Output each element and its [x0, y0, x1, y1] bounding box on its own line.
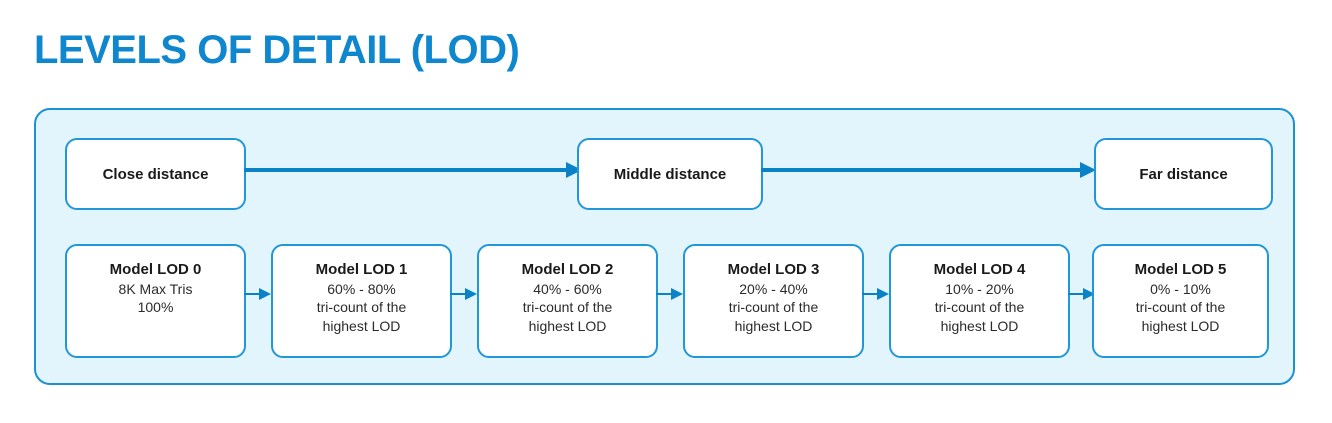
- lod-node-line: tri-count of the: [316, 299, 407, 316]
- lod-node-line: highest LOD: [528, 317, 607, 334]
- lod-node-1[interactable]: Model LOD 1 60% - 80% tri-count of the h…: [271, 244, 452, 358]
- lod-node-4[interactable]: Model LOD 4 10% - 20% tri-count of the h…: [889, 244, 1070, 358]
- distance-node-label: Close distance: [102, 165, 209, 183]
- lod-node-line: 20% - 40%: [739, 280, 808, 297]
- lod-node-line: 8K Max Tris: [118, 280, 193, 297]
- lod-node-title: Model LOD 5: [1134, 261, 1227, 278]
- lod-node-2[interactable]: Model LOD 2 40% - 60% tri-count of the h…: [477, 244, 658, 358]
- distance-node-middle[interactable]: Middle distance: [577, 138, 763, 210]
- arrow-close-to-middle-icon: [244, 162, 582, 178]
- lod-node-line: 0% - 10%: [1150, 280, 1211, 297]
- distance-node-close[interactable]: Close distance: [65, 138, 246, 210]
- lod-node-title: Model LOD 3: [727, 261, 820, 278]
- arrow-lod-2-to-3-icon: [656, 288, 683, 300]
- lod-node-title: Model LOD 0: [109, 261, 202, 278]
- arrow-lod-4-to-5-icon: [1068, 288, 1095, 300]
- lod-node-title: Model LOD 1: [315, 261, 408, 278]
- lod-node-line: highest LOD: [1141, 317, 1220, 334]
- lod-node-line: 10% - 20%: [945, 280, 1014, 297]
- lod-node-title: Model LOD 4: [933, 261, 1026, 278]
- distance-node-label: Middle distance: [613, 165, 727, 183]
- arrow-lod-1-to-2-icon: [450, 288, 477, 300]
- page-title: LEVELS OF DETAIL (LOD): [34, 28, 520, 72]
- distance-node-far[interactable]: Far distance: [1094, 138, 1273, 210]
- lod-node-line: 100%: [137, 299, 174, 316]
- lod-node-3[interactable]: Model LOD 3 20% - 40% tri-count of the h…: [683, 244, 864, 358]
- lod-diagram-panel: Close distance Middle distance Far dista…: [34, 108, 1295, 385]
- lod-node-line: 40% - 60%: [533, 280, 602, 297]
- arrow-middle-to-far-icon: [761, 162, 1096, 178]
- lod-node-line: highest LOD: [322, 317, 401, 334]
- distance-node-label: Far distance: [1139, 165, 1228, 183]
- lod-node-line: tri-count of the: [934, 299, 1025, 316]
- lod-node-line: highest LOD: [734, 317, 813, 334]
- arrow-lod-3-to-4-icon: [862, 288, 889, 300]
- lod-node-line: 60% - 80%: [327, 280, 396, 297]
- lod-node-title: Model LOD 2: [521, 261, 614, 278]
- lod-node-line: tri-count of the: [1135, 299, 1226, 316]
- arrow-lod-0-to-1-icon: [244, 288, 271, 300]
- lod-node-line: tri-count of the: [522, 299, 613, 316]
- lod-node-line: highest LOD: [940, 317, 1019, 334]
- lod-node-5[interactable]: Model LOD 5 0% - 10% tri-count of the hi…: [1092, 244, 1269, 358]
- lod-node-0[interactable]: Model LOD 0 8K Max Tris 100%: [65, 244, 246, 358]
- lod-node-line: tri-count of the: [728, 299, 819, 316]
